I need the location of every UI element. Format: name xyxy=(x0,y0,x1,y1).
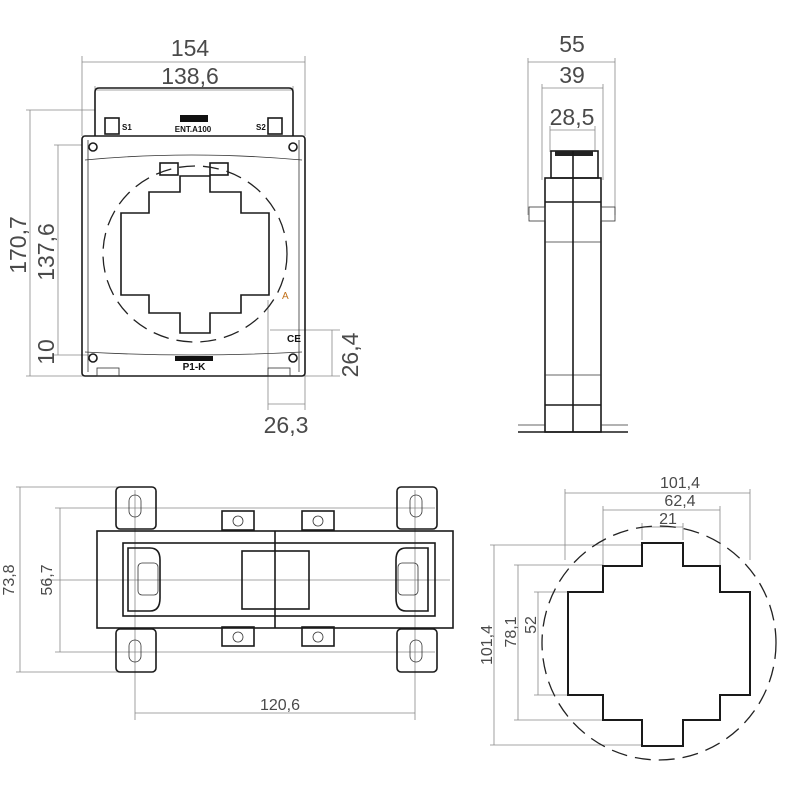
dim-right-height: 26,4 xyxy=(337,332,363,377)
dim-depth-top: 28,5 xyxy=(550,104,595,130)
dim-height-inner: 56,7 xyxy=(39,564,56,595)
dim-depth-total: 55 xyxy=(559,31,585,57)
terminal-s2-icon xyxy=(267,117,283,135)
dim-depth-body: 39 xyxy=(559,62,585,88)
dim-height-inner: 52 xyxy=(523,616,540,634)
terminal-cover-icon xyxy=(395,547,429,612)
brand-logo xyxy=(180,115,208,122)
terminal-clip-icon xyxy=(209,162,229,176)
dim-height-mid: 78,1 xyxy=(503,616,520,647)
top-view: 73,8 56,7 120,6 xyxy=(1,486,454,720)
front-view: 154 138,6 170,7 137,6 10 26,4 26,3 S1 S2… xyxy=(5,35,363,438)
terminal-s2-label: S2 xyxy=(256,123,266,132)
dim-base: 10 xyxy=(33,339,59,365)
primary-label: P1-K xyxy=(183,362,207,373)
dim-right-width: 26,3 xyxy=(264,412,309,438)
screw-icon xyxy=(88,353,98,363)
side-view: 55 39 28,5 xyxy=(518,31,628,433)
model-label: ENT.A100 xyxy=(175,125,212,134)
dim-width-mid: 62,4 xyxy=(664,493,695,510)
mounting-bracket xyxy=(115,628,157,673)
screw-icon xyxy=(288,353,298,363)
terminal-clip-icon xyxy=(159,162,179,176)
mounting-bracket xyxy=(396,628,438,673)
dim-height-total: 73,8 xyxy=(1,564,18,595)
dim-width-total: 154 xyxy=(171,35,210,61)
dim-height-total: 170,7 xyxy=(5,216,31,274)
mounting-bracket xyxy=(115,486,157,530)
dim-mount-spacing: 120,6 xyxy=(260,697,300,714)
dim-height-body: 137,6 xyxy=(33,223,59,281)
terminal-cover-icon xyxy=(127,547,161,612)
dim-width-tab: 138,6 xyxy=(161,63,219,89)
dim-width-inner: 21 xyxy=(659,511,677,528)
terminal-s1-label: S1 xyxy=(122,123,132,132)
ce-mark: CE xyxy=(287,334,301,345)
marking-a: A xyxy=(282,291,289,302)
window-detail: 101,4 62,4 21 101,4 78,1 52 xyxy=(479,475,777,761)
dim-height-outer: 101,4 xyxy=(479,625,496,665)
dim-width-outer: 101,4 xyxy=(660,475,700,492)
screw-icon xyxy=(288,142,298,152)
mounting-bracket xyxy=(396,486,438,530)
terminal-s1-icon xyxy=(104,117,120,135)
screw-icon xyxy=(88,142,98,152)
